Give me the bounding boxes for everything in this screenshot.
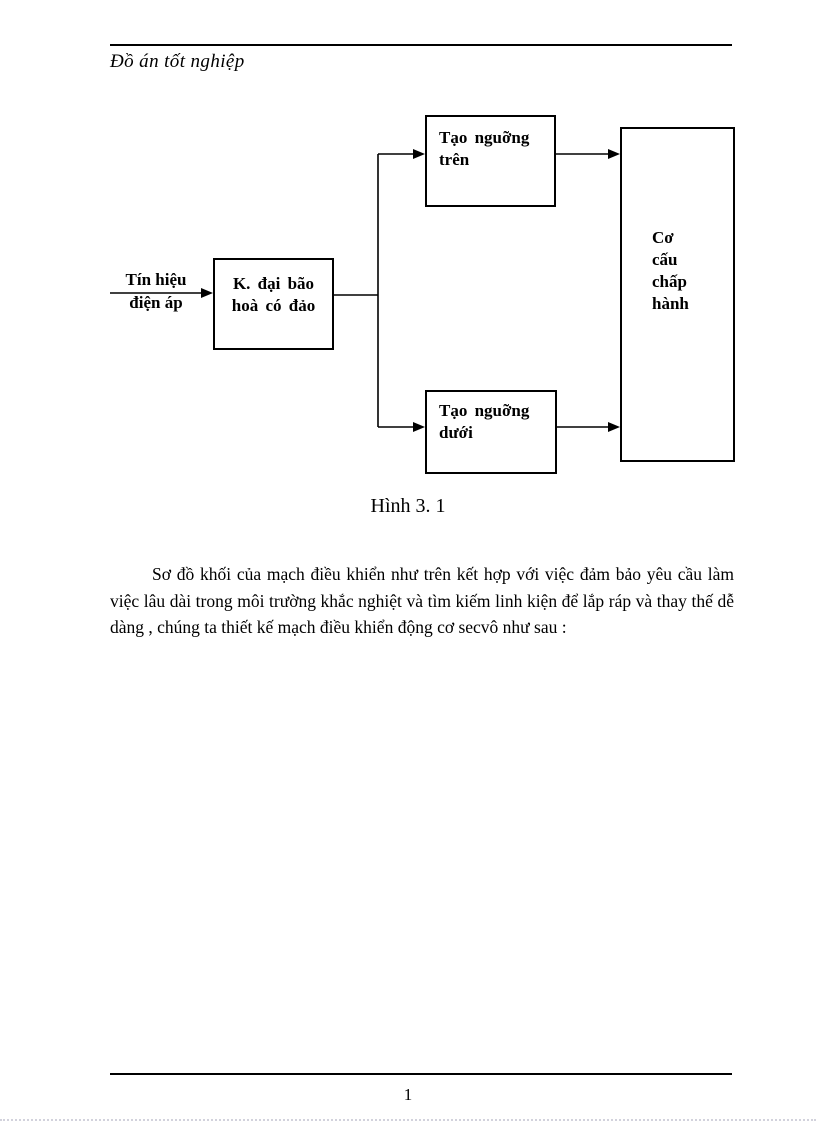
box-amplifier-line1: K. đại bão <box>232 274 315 293</box>
connector-to-lower-arrowhead <box>413 422 425 432</box>
connector-upper-to-actuator-arrowhead <box>608 149 620 159</box>
box-actuator-line2: cấu <box>652 250 678 269</box>
box-actuator-line4: hành <box>652 294 689 313</box>
body-paragraph: Sơ đồ khối của mạch điều khiển như trên … <box>110 564 734 637</box>
box-amplifier: K. đại bão hoà có đảo <box>213 258 334 350</box>
connector-lower-to-actuator-arrowhead <box>608 422 620 432</box>
page-header: Đồ án tốt nghiệp <box>110 51 245 72</box>
box-upper-threshold-line1: Tạo nguỡng <box>439 128 530 147</box>
box-actuator-line1: Cơ <box>652 228 674 247</box>
box-upper-threshold: Tạo nguỡng trên <box>425 115 556 207</box>
connector-input-arrowhead <box>201 288 213 298</box>
figure-caption: Hình 3. 1 <box>370 495 446 517</box>
page-number: 1 <box>403 1085 413 1104</box>
header-rule <box>110 44 732 46</box>
input-signal-label-line1: Tín hiệu <box>125 270 187 289</box>
connector-to-upper-arrowhead <box>413 149 425 159</box>
input-signal-label: Tín hiệu điện áp <box>112 268 200 314</box>
box-lower-threshold-line1: Tạo nguỡng <box>439 401 530 420</box>
footer-rule <box>110 1073 732 1075</box>
input-signal-label-line2: điện áp <box>129 293 183 312</box>
box-actuator: Cơ cấu chấp hành <box>620 127 735 462</box>
box-amplifier-line2: hoà có đảo <box>231 296 316 315</box>
box-lower-threshold: Tạo nguỡng dưới <box>425 390 557 474</box>
box-lower-threshold-line2: dưới <box>439 423 473 442</box>
bottom-edge-dotted-line <box>0 1119 816 1121</box>
box-actuator-text: Cơ cấu chấp hành <box>652 227 689 315</box>
box-actuator-line3: chấp <box>652 272 687 291</box>
box-upper-threshold-line2: trên <box>439 150 470 169</box>
